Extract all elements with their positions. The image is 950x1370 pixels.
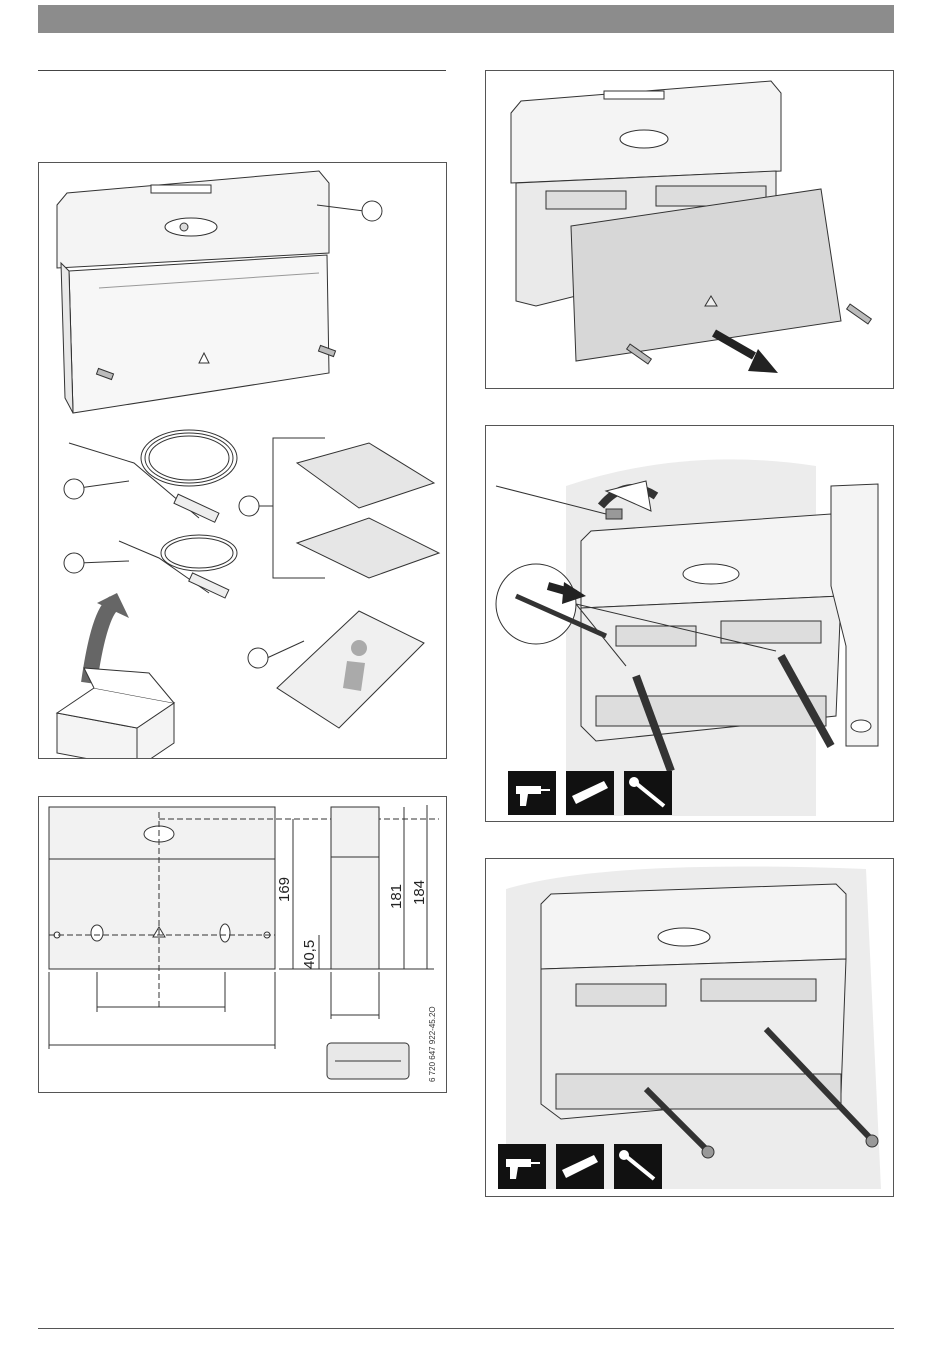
remove-cover-figure [485, 70, 894, 389]
lower-screws-figure [485, 858, 894, 1197]
dim-height-side: 181 [388, 884, 405, 909]
header-bar [38, 5, 894, 33]
wall-plug-icon [556, 1144, 604, 1189]
dim-height-total: 184 [411, 880, 428, 905]
sensor-cable-2 [119, 535, 237, 598]
accessory-bags [297, 443, 439, 578]
module-housing [57, 171, 329, 413]
delivery-contents-figure [38, 162, 447, 759]
dim-height-bottom: 40,5 [301, 940, 318, 969]
instruction-manual [277, 611, 424, 728]
screw-icon [624, 771, 672, 815]
dim-height-inner: 169 [276, 877, 293, 902]
drill-icon [508, 771, 556, 815]
callout-circle [64, 553, 84, 573]
wall-mounting-figure [485, 425, 894, 822]
drill-icon [498, 1144, 546, 1189]
packaging-box [57, 668, 174, 758]
sensor-cable-1 [69, 430, 237, 522]
figure-code: 6 720 647 922-45.2O [428, 1006, 437, 1082]
callout-circle [239, 496, 259, 516]
callout-circle [64, 479, 84, 499]
side-view [331, 807, 379, 969]
dimensions-figure: 169 40,5 181 184 6 720 647 922-45.2O [38, 796, 447, 1093]
screw-icon [614, 1144, 662, 1189]
footer-rule [38, 1328, 894, 1329]
callout-circle [362, 201, 382, 221]
section-rule [38, 70, 446, 71]
wall-plug-icon [566, 771, 614, 815]
front-view [49, 807, 275, 969]
callout-circle [248, 648, 268, 668]
